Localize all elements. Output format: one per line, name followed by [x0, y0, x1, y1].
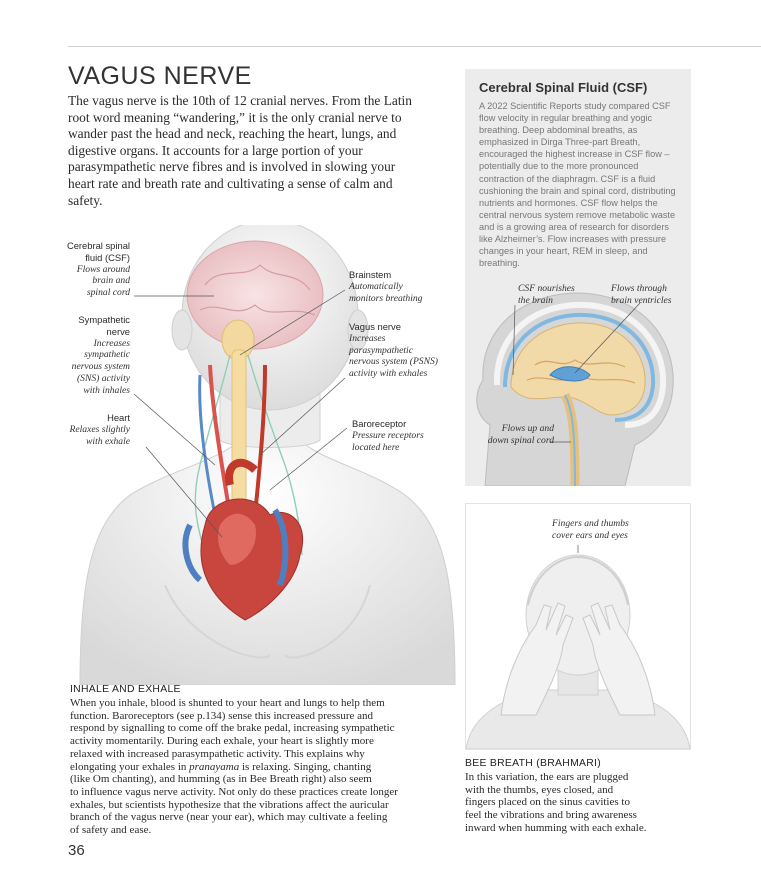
label-csf-ventricles: Flows through brain ventricles [611, 283, 672, 306]
label-csf-spinal: Flows up and down spinal cord [487, 423, 554, 446]
label-brainstem: Brainstem Automatically monitors breathi… [349, 269, 423, 304]
bee-breath-heading: BEE BREATH (BRAHMARI) [465, 758, 602, 769]
csf-head-diagram [476, 292, 674, 486]
label-csf: Cerebral spinal fluid (CSF) Flows around… [66, 240, 130, 299]
label-csf-nourishes: CSF nourishes the brain [518, 283, 575, 306]
label-heart: Heart Relaxes slightly with exhale [69, 412, 130, 447]
inhale-exhale-text: When you inhale, blood is shunted to you… [70, 697, 398, 837]
header-rule [68, 46, 761, 47]
csf-panel-title: Cerebral Spinal Fluid (CSF) [479, 80, 648, 95]
page-number: 36 [68, 842, 85, 859]
intro-paragraph: The vagus nerve is the 10th of 12 crania… [68, 93, 412, 208]
inhale-exhale-heading: INHALE AND EXHALE [70, 684, 181, 695]
label-sympathetic-nerve: Sympathetic nerve Increases sympathetic … [71, 314, 130, 396]
csf-panel-text: A 2022 Scientific Reports study compared… [479, 101, 676, 269]
label-bee-fingers: Fingers and thumbs cover ears and eyes [552, 518, 629, 541]
bee-breath-text: In this variation, the ears are plugged … [465, 771, 647, 834]
label-baroreceptor: Baroreceptor Pressure receptors located … [352, 418, 424, 453]
vagus-anatomy-illustration [79, 225, 456, 685]
bee-breath-illustration [466, 545, 690, 749]
page-title: VAGUS NERVE [68, 62, 252, 90]
label-vagus-nerve: Vagus nerve Increases parasympathetic ne… [349, 321, 438, 380]
